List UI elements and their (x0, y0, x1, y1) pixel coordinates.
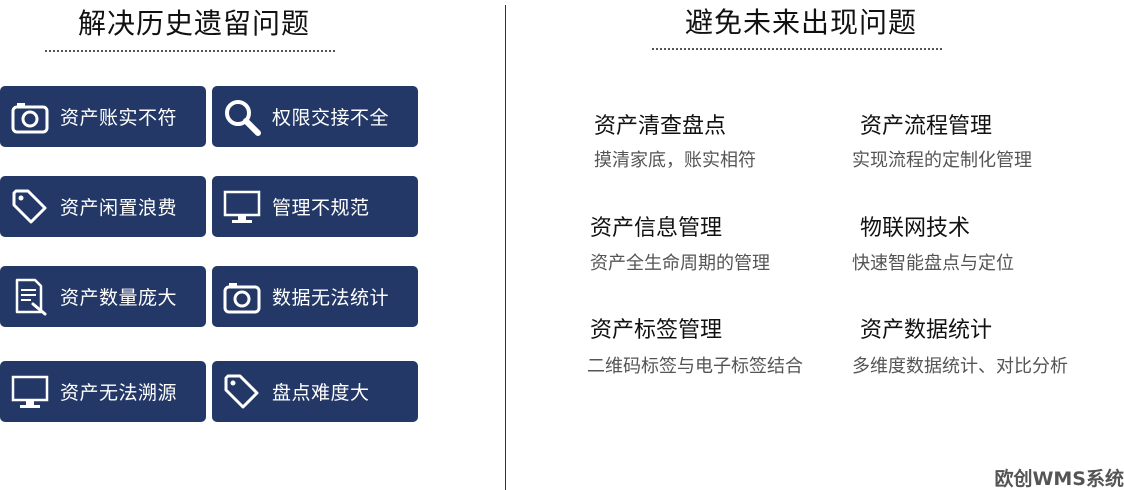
feature-title: 资产标签管理 (590, 318, 723, 343)
feature-title: 资产清查盘点 (594, 114, 727, 139)
right-title-underline (652, 48, 942, 50)
monitor-icon (222, 187, 262, 227)
tag-icon (10, 187, 50, 227)
issue-card-management-nonstandard[interactable]: 管理不规范 (212, 176, 418, 237)
issue-card-data-statistics[interactable]: 数据无法统计 (212, 266, 418, 327)
issue-card-inventory-difficulty[interactable]: 盘点难度大 (212, 361, 418, 422)
feature-description: 二维码标签与电子标签结合 (587, 356, 803, 377)
issue-card-label: 资产账实不符 (60, 107, 178, 129)
left-section-title: 解决历史遗留问题 (78, 7, 311, 40)
issue-card-label: 资产数量庞大 (60, 287, 178, 309)
issue-card-asset-idle[interactable]: 资产闲置浪费 (0, 176, 206, 237)
feature-title: 资产数据统计 (860, 318, 993, 343)
issue-card-label: 资产闲置浪费 (60, 197, 178, 219)
tag-icon (222, 372, 262, 412)
camera-icon (10, 97, 50, 137)
feature-description: 实现流程的定制化管理 (852, 150, 1032, 171)
issue-card-asset-volume[interactable]: 资产数量庞大 (0, 266, 206, 327)
feature-title: 资产信息管理 (590, 216, 723, 241)
issue-card-permission-handover[interactable]: 权限交接不全 (212, 86, 418, 147)
issue-card-label: 数据无法统计 (272, 287, 390, 309)
feature-description: 摸清家底，账实相符 (594, 150, 756, 171)
search-icon (222, 97, 262, 137)
issue-card-asset-mismatch[interactable]: 资产账实不符 (0, 86, 206, 147)
feature-description: 多维度数据统计、对比分析 (852, 356, 1068, 377)
issue-card-label: 资产无法溯源 (60, 382, 178, 404)
issue-card-label: 盘点难度大 (272, 382, 370, 404)
issue-card-asset-traceability[interactable]: 资产无法溯源 (0, 361, 206, 422)
left-title-underline (45, 50, 335, 52)
monitor-icon (10, 372, 50, 412)
feature-title: 资产流程管理 (860, 114, 993, 139)
feature-description: 资产全生命周期的管理 (590, 253, 770, 274)
section-divider (505, 5, 506, 490)
issue-card-label: 管理不规范 (272, 197, 370, 219)
document-icon (10, 277, 50, 317)
issue-card-label: 权限交接不全 (272, 107, 390, 129)
feature-title: 物联网技术 (860, 216, 971, 241)
camera-icon (222, 277, 262, 317)
right-section-title: 避免未来出现问题 (685, 6, 918, 39)
feature-description: 快速智能盘点与定位 (852, 253, 1014, 274)
brand-watermark: 欧创WMS系统 (994, 468, 1124, 490)
